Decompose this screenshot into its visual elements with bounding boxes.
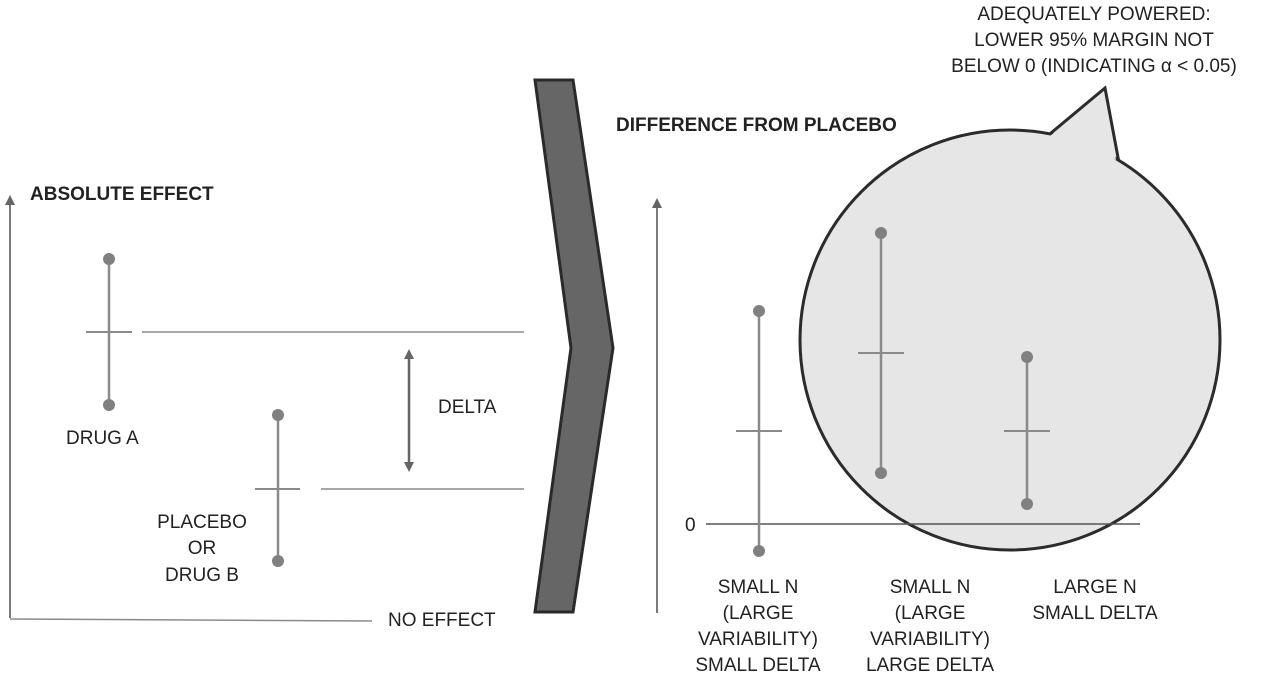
callout-line-3: BELOW 0 (INDICATING α < 0.05) bbox=[951, 56, 1237, 77]
group-2-label-line-4: LARGE DELTA bbox=[866, 655, 994, 676]
placebo-label-line-3: DRUG B bbox=[165, 565, 239, 586]
callout-bubble bbox=[798, 85, 1222, 552]
group-2-label-line-3: VARIABILITY) bbox=[870, 629, 990, 650]
delta-label: DELTA bbox=[438, 397, 497, 418]
left-panel: ABSOLUTE EFFECT NO EFFECT DRUG A PLACEBO… bbox=[5, 184, 524, 631]
callout-text: ADEQUATELY POWERED: LOWER 95% MARGIN NOT… bbox=[951, 4, 1237, 77]
baseline-label: NO EFFECT bbox=[388, 610, 496, 631]
drug-a-upper-dot bbox=[103, 253, 115, 265]
callout-line-2: LOWER 95% MARGIN NOT bbox=[974, 30, 1214, 51]
group-2-label-line-1: SMALL N bbox=[890, 577, 971, 598]
drug-a-interval bbox=[86, 253, 132, 411]
drug-a-lower-dot bbox=[103, 399, 115, 411]
left-baseline bbox=[9, 618, 373, 622]
zero-label: 0 bbox=[685, 515, 696, 536]
placebo-lower-dot bbox=[272, 555, 284, 567]
placebo-upper-dot bbox=[272, 409, 284, 421]
group-3-label-line-2: SMALL DELTA bbox=[1032, 603, 1158, 624]
group-1-label-line-4: SMALL DELTA bbox=[695, 655, 821, 676]
callout-circle bbox=[798, 128, 1222, 552]
group-1-label-line-3: VARIABILITY) bbox=[698, 629, 818, 650]
right-panel: DIFFERENCE FROM PLACEBO 0 SMALL N (LARG bbox=[616, 115, 1158, 676]
placebo-label-line-1: PLACEBO bbox=[157, 512, 247, 533]
group-2-interval bbox=[858, 227, 904, 479]
left-y-axis-label: ABSOLUTE EFFECT bbox=[30, 184, 214, 205]
drug-a-label: DRUG A bbox=[66, 428, 139, 449]
chevron-right-icon bbox=[533, 78, 615, 614]
group-3-interval bbox=[1004, 351, 1050, 510]
group-1-interval bbox=[736, 305, 782, 557]
placebo-interval bbox=[255, 409, 300, 567]
group-3-label-line-1: LARGE N bbox=[1053, 577, 1136, 598]
placebo-label-line-2: OR bbox=[188, 538, 217, 559]
group-1-label-line-2: (LARGE bbox=[723, 603, 794, 624]
right-panel-title: DIFFERENCE FROM PLACEBO bbox=[616, 115, 897, 136]
group-1-label-line-1: SMALL N bbox=[718, 577, 799, 598]
group-2-label-line-2: (LARGE bbox=[895, 603, 966, 624]
callout-line-1: ADEQUATELY POWERED: bbox=[977, 4, 1210, 25]
